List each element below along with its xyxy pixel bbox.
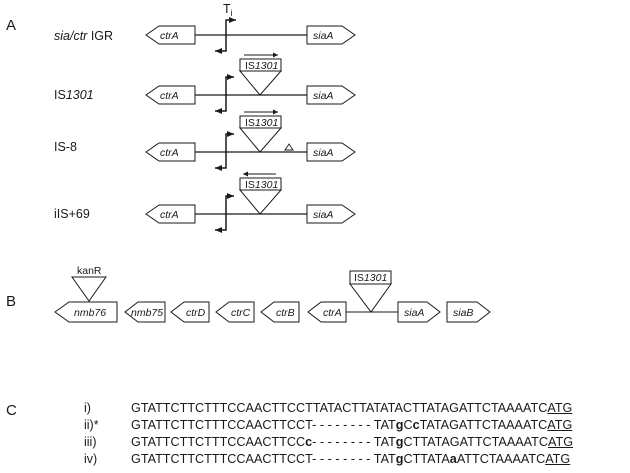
is-element-box (239, 177, 282, 191)
promoter-arrow-up (225, 131, 234, 152)
promoter-arrow-up (225, 193, 234, 214)
gene-label: ctrB (276, 307, 295, 319)
mutated-base: g (395, 452, 404, 466)
sequence-segment: C (403, 418, 413, 432)
row-label-is-8: IS-8 (54, 140, 77, 154)
deletion-triangle-mark (284, 143, 294, 151)
panel-label-c: C (6, 402, 17, 419)
gene-label: ctrA (160, 209, 179, 221)
sequence-segment: GTATTCTTCTTTCCAACTTCC (131, 435, 306, 449)
sequence-segment: CTTATA (403, 452, 450, 466)
ti-label: Ti (223, 2, 233, 18)
mutated-base: g (395, 435, 404, 449)
sequence-segment: ATTCTAAAATC (456, 452, 546, 466)
mutated-base: a (449, 452, 457, 466)
construct-row-iis69: iIS+69 ctrA siaA IS1301 (54, 171, 356, 233)
mutated-base: c (305, 435, 313, 449)
insertion-triangle (238, 70, 283, 96)
promoter-arrow-down (215, 95, 227, 114)
is-element-box (239, 115, 282, 129)
is-element-box (239, 58, 282, 72)
is-element-label: IS1301 (245, 179, 278, 191)
is-element-label: IS1301 (245, 117, 278, 129)
gene-arrow-siaA (306, 85, 356, 105)
sequence-line: GTATTCTTCTTTCCAACTTCCT- - - - - - - - TA… (131, 418, 572, 432)
construct-row-igr: sia/ctr IGR ctrA siaA (54, 17, 356, 54)
gene-arrow-ctrB (260, 301, 300, 323)
construct-row-is1301: IS1301 ctrA siaA IS1301 (54, 52, 356, 114)
insertion-triangle (349, 283, 392, 313)
gene-label: ctrA (160, 90, 179, 102)
sequence-segment: TATAGATTCTAAAATC (419, 418, 548, 432)
gene-arrow-siaA (306, 204, 356, 224)
gene-label: siaB (453, 307, 473, 319)
panel-label-a: A (6, 17, 16, 34)
mutated-base: c (412, 418, 420, 432)
gene-arrow-siaA (397, 301, 441, 323)
gene-arrow-nmb76 (54, 301, 118, 323)
gene-label: ctrA (160, 147, 179, 159)
gene-label: nmb76 (74, 307, 106, 319)
insertion-triangle (238, 127, 283, 153)
gene-label: ctrA (160, 30, 179, 42)
start-codon: ATG (547, 401, 573, 415)
sequence-segment: GTATTCTTCTTTCCAACTTCCTTATACTTATATACTTATA… (131, 401, 548, 415)
gene-label: siaA (313, 90, 333, 102)
is-element-label: IS1301 (245, 60, 278, 72)
gene-label: siaA (313, 147, 333, 159)
gene-arrow-ctrA (145, 85, 196, 105)
sequence-segment: GTATTCTTCTTTCCAACTTCCT- - - - - - - - TA… (131, 452, 396, 466)
gene-arrow-siaB (446, 301, 491, 323)
promoter-arrow-up (225, 74, 234, 95)
gene-label: siaA (313, 209, 333, 221)
panel-b: kanR nmb76 nmb75 ctrD ctrC ctrB ctrA IS1… (54, 265, 491, 323)
kanr-label: kanR (77, 265, 102, 277)
sequence-line: GTATTCTTCTTTCCAACTTCCT- - - - - - - - TA… (131, 452, 570, 466)
row-label-is1301: IS1301 (54, 88, 94, 102)
gene-arrow-siaA (306, 25, 356, 45)
sequence-segment: CTTATAGATTCTAAAATC (403, 435, 548, 449)
promoter-arrow-down (215, 214, 227, 233)
sequence-segment: - - - - - - - - TAT (312, 435, 396, 449)
row-label-iis69: iIS+69 (54, 207, 90, 221)
sequence-id: ii)* (84, 418, 99, 432)
gene-label: ctrD (186, 307, 206, 319)
sequence-line: GTATTCTTCTTTCCAACTTCCTTATACTTATATACTTATA… (131, 401, 572, 415)
insertion-triangle (238, 189, 283, 215)
sequence-id: iv) (84, 452, 98, 466)
construct-row-is-8: IS-8 ctrA siaA IS1301 (54, 109, 356, 171)
sequence-segment: GTATTCTTCTTTCCAACTTCCT- - - - - - - - TA… (131, 418, 396, 432)
gene-arrow-ctrD (170, 301, 210, 323)
gene-arrow-siaA (306, 142, 356, 162)
sequence-id: i) (84, 401, 91, 415)
mutated-base: g (395, 418, 404, 432)
gene-label: siaA (404, 307, 424, 319)
panel-a: Ti sia/ctr IGR ctrA siaA IS1301 ctrA sia… (54, 2, 356, 233)
row-label-igr: sia/ctr IGR (54, 29, 113, 43)
start-codon: ATG (548, 435, 574, 449)
sequence-id: iii) (84, 435, 97, 449)
gene-arrow-ctrA (145, 142, 196, 162)
kanr-insertion-triangle (71, 276, 107, 302)
gene-arrow-ctrA (145, 204, 196, 224)
start-codon: ATG (545, 452, 571, 466)
gene-label: siaA (313, 30, 333, 42)
gene-label: ctrC (231, 307, 251, 319)
start-codon: ATG (547, 418, 573, 432)
panel-label-b: B (6, 293, 16, 310)
gene-label: ctrA (323, 307, 342, 319)
sequence-line: GTATTCTTCTTTCCAACTTCCc- - - - - - - - TA… (131, 435, 573, 449)
gene-arrow-ctrC (215, 301, 255, 323)
gene-label: nmb75 (131, 307, 163, 319)
gene-arrow-ctrA (145, 25, 196, 45)
promoter-arrow-down (215, 152, 227, 171)
gene-arrow-nmb75 (124, 301, 166, 323)
promoter-arrow-up (225, 17, 236, 35)
is-element-label: IS1301 (354, 272, 387, 284)
promoter-arrow-down (215, 35, 227, 54)
